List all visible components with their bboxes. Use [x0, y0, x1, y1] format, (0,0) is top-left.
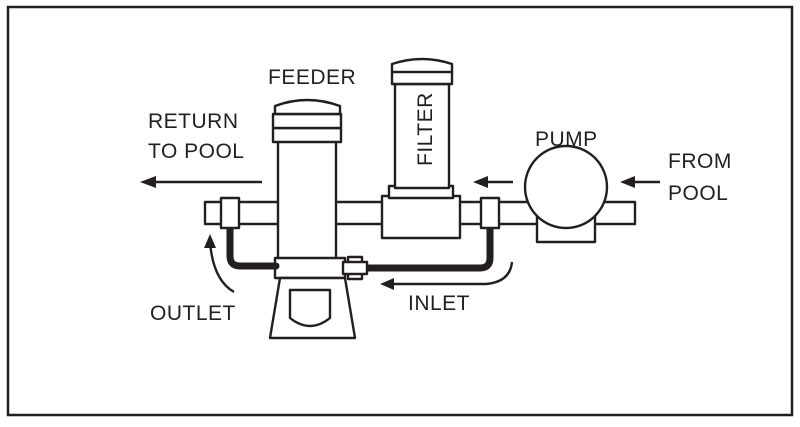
feeder-body — [276, 138, 338, 262]
pump — [523, 144, 609, 244]
filter-body — [393, 82, 451, 190]
outlet-fitting — [219, 196, 241, 230]
outlet-hose — [226, 222, 280, 270]
return-arrow — [140, 176, 262, 188]
inlet-fitting — [479, 196, 501, 230]
filter-base — [380, 194, 462, 240]
return-to-pool-label-line2: TO POOL — [148, 140, 244, 163]
return-to-pool-label-line1: RETURN — [148, 110, 239, 133]
from-pool-label-line1: FROM — [668, 150, 732, 173]
feeder-collar-lower — [271, 126, 343, 144]
pump-housing — [523, 144, 609, 230]
inlet-valve-nut — [341, 260, 369, 276]
diagram-frame — [6, 5, 794, 417]
filter — [380, 57, 462, 240]
feeder-cap — [273, 98, 342, 116]
inlet-arrow — [380, 261, 514, 290]
feeder-collar-upper — [271, 112, 343, 130]
pump-label: PUMP — [535, 128, 598, 151]
feeder-label: FEEDER — [268, 66, 356, 89]
feeder-bowl — [288, 288, 332, 328]
from-pool-label-line2: POOL — [668, 182, 728, 205]
inlet-label: INLET — [408, 292, 470, 315]
filter-label: FILTER — [414, 92, 437, 166]
outlet-label: OUTLET — [150, 302, 236, 325]
from-pool-arrow — [620, 176, 660, 188]
filter-to-feeder-arrow — [473, 176, 513, 188]
inlet-hose — [356, 222, 494, 272]
outlet-arrow — [204, 234, 235, 294]
feeder-ring — [273, 256, 347, 280]
